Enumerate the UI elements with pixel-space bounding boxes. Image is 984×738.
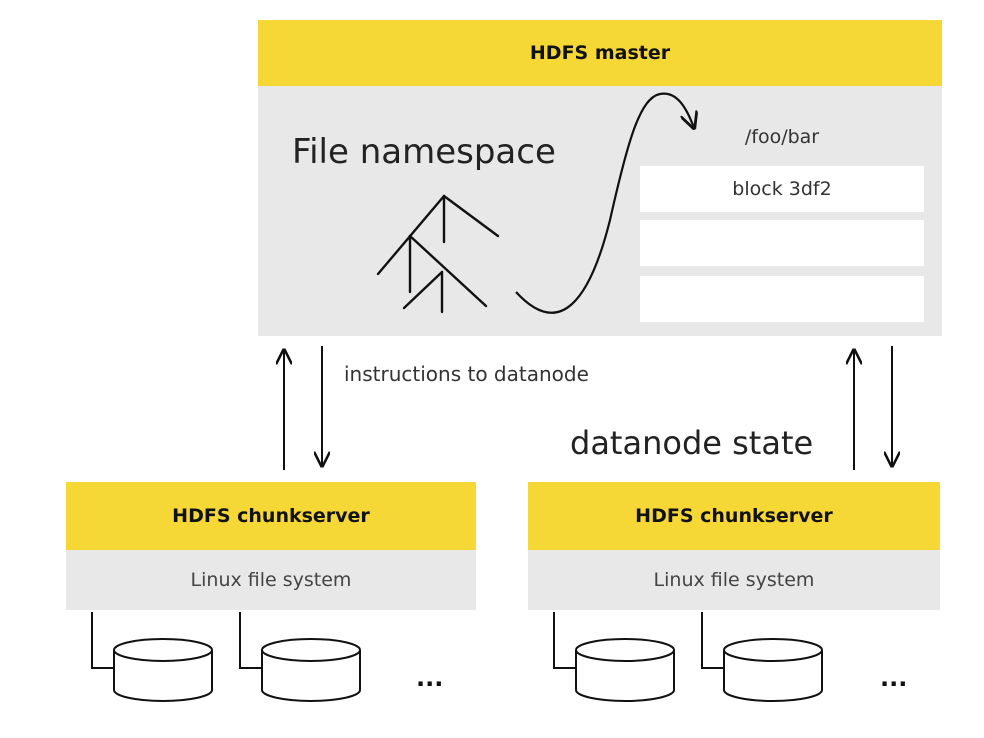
block-row <box>640 276 924 322</box>
tree-icon <box>376 194 500 314</box>
chunkserver-1-header: HDFS chunkserver <box>66 482 476 550</box>
path-label: /foo/bar <box>744 126 820 148</box>
namespace-to-file-arrow <box>515 92 694 314</box>
chunkserver-1-fs-label: Linux file system <box>190 569 352 591</box>
chunkserver-2-title: HDFS chunkserver <box>635 505 833 527</box>
more-disks-ellipsis: ... <box>880 664 908 692</box>
namespace-label: File namespace <box>292 132 556 172</box>
disk-icon <box>701 612 823 702</box>
chunkserver-1-title: HDFS chunkserver <box>172 505 370 527</box>
instructions-label: instructions to datanode <box>344 362 589 386</box>
block-row: block 3df2 <box>640 166 924 212</box>
more-disks-ellipsis: ... <box>416 664 444 692</box>
master-title: HDFS master <box>529 42 671 64</box>
chunkserver-1-fs: Linux file system <box>66 550 476 610</box>
disk-icon <box>91 612 213 702</box>
block-row <box>640 220 924 266</box>
disk-icon <box>239 612 361 702</box>
chunkserver-2-fs-label: Linux file system <box>653 569 815 591</box>
master-header: HDFS master <box>258 20 942 86</box>
datanode-state-label: datanode state <box>570 424 814 462</box>
disk-icon <box>553 612 675 702</box>
chunkserver-2-fs: Linux file system <box>528 550 940 610</box>
chunkserver-2-header: HDFS chunkserver <box>528 482 940 550</box>
